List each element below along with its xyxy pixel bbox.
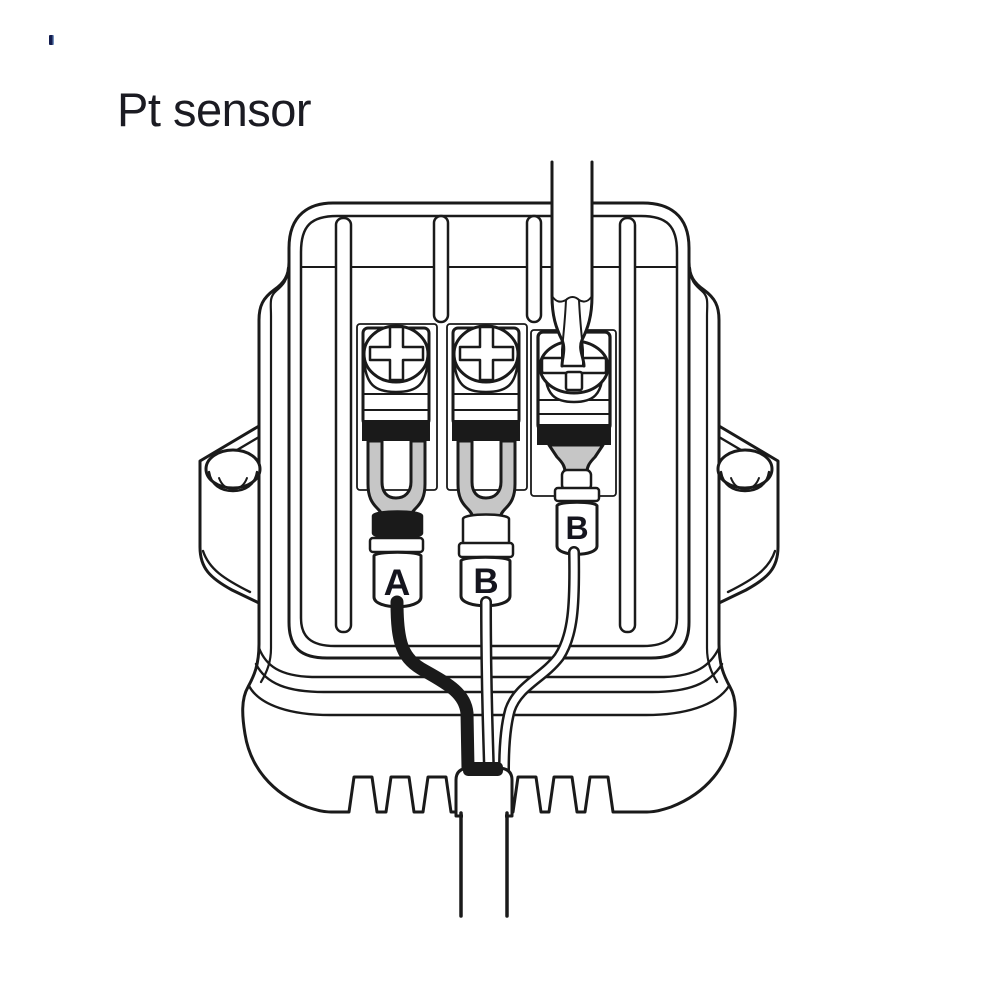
sleeve-a-ring [368,536,425,554]
sleeve-b1-top-band [461,513,511,548]
mounting-hole-left-bore [218,477,248,490]
screwdriver-fill [552,162,592,366]
terminal-label-b1: B [473,562,498,601]
mounting-ear-right [716,435,777,594]
clamp-line [362,393,430,411]
cable-gland [454,762,514,918]
cable-edges [459,811,509,918]
wire-a-black [390,595,475,775]
clamp-plate [537,424,611,445]
terminal-labels: A B B [384,510,589,603]
fork-terminal-2 [456,439,517,521]
cable-fill [463,814,505,916]
wire-b2-core [500,548,578,774]
panel-slot-2 [525,214,543,324]
terminal-label-b2: B [565,510,588,546]
sleeve-b2-body [555,500,599,556]
sleeve-a-black-cap [371,510,424,540]
ear-underside-line [201,549,252,594]
crimp-terminal-3 [547,443,605,556]
clamp-line [452,393,520,411]
clamp-plate [362,420,430,441]
fork-terminal-1 [366,439,427,521]
mounting-hole-left-countersink [207,470,259,493]
sleeve-b1-ring [457,541,515,559]
clamp-plate [452,420,520,441]
screwdriver [550,160,594,368]
panel-channel-left [334,216,353,634]
panel-inner-edge [299,214,679,648]
terminal-label-a: A [384,562,411,603]
mounting-hole-right-countersink [719,470,771,493]
terminal-screw-2 [451,324,521,441]
wire-b1-core [482,598,493,774]
mounting-hole-right-bore [730,477,760,490]
wire-bundle [463,762,503,776]
phillips-cross-icon [458,325,515,382]
terminal-screw-1 [361,324,431,441]
sleeve-a-body [372,550,423,609]
screwdriver-blade-bevels [561,299,584,366]
wire-sleeve-b1 [457,513,515,608]
screwdriver-blade-shoulders [551,295,593,303]
wires [390,546,581,776]
inner-wall-left [259,266,290,684]
sleeve-b1-body [459,555,512,608]
page-title: Pt sensor [117,83,312,136]
phillips-cross-icon [368,325,425,382]
sleeve-b2-ring [553,486,601,503]
mounting-ear-left [201,435,262,594]
ear-underside-line [726,549,777,594]
wire-sleeve-a [368,510,425,609]
panel-slot-1 [432,214,450,324]
phillips-cross-arm [564,370,584,392]
stray-mark [49,35,54,45]
panel-channel-right [618,216,637,634]
inner-wall-right [688,266,719,684]
